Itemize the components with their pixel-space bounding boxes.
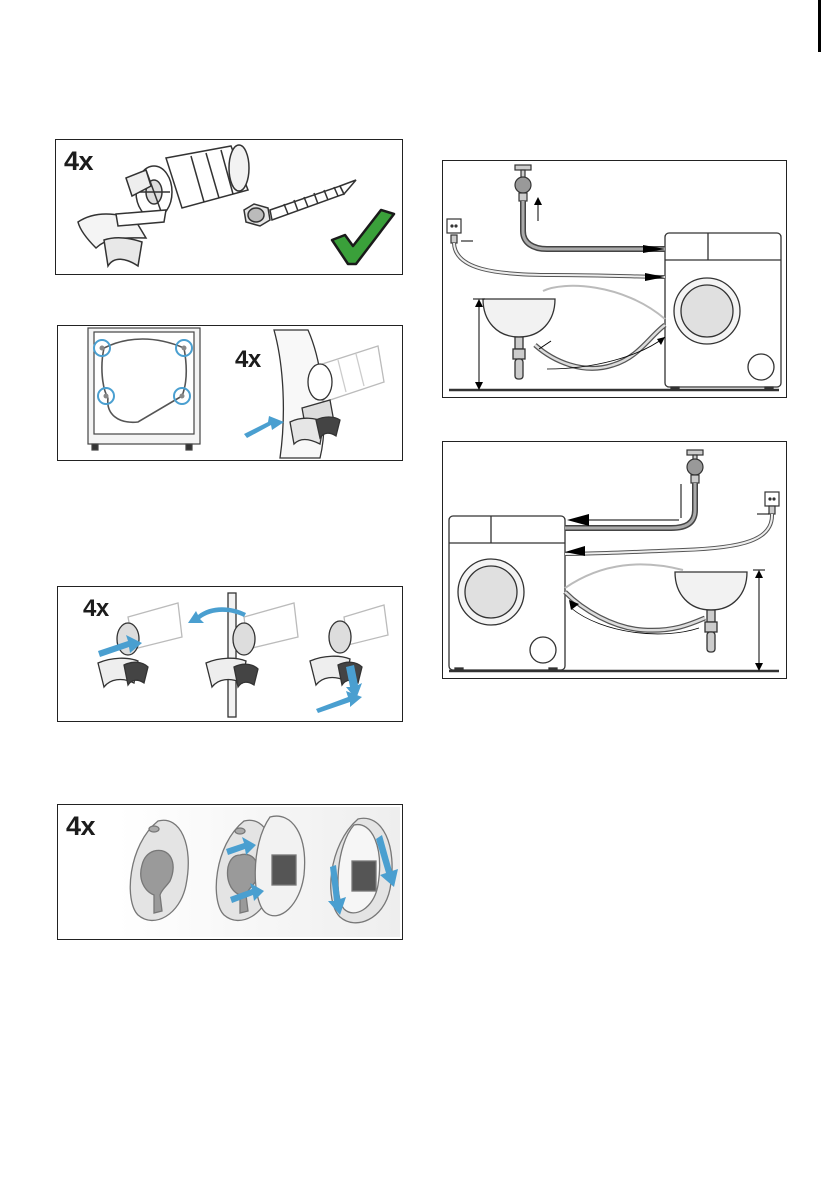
bolt-removal-panel: 4x — [57, 325, 403, 461]
cover-caps-illustration — [58, 805, 402, 939]
hose-clips-panel: 4x — [57, 586, 403, 722]
hose-clips-illustration — [58, 587, 402, 721]
bolt-removal-illustration — [58, 326, 402, 460]
hose-routing-diagram — [443, 442, 786, 678]
installation-diagram-machine-right — [442, 160, 787, 398]
hose-routing-diagram — [443, 161, 786, 397]
check-icon — [332, 210, 394, 264]
transport-bolt-illustration — [56, 140, 402, 274]
installation-diagram-machine-left — [442, 441, 787, 679]
arrow-icon — [244, 416, 284, 438]
cover-caps-panel: 4x — [57, 804, 403, 940]
page-edge-mark — [818, 0, 821, 52]
transport-bolts-panel: 4x — [55, 139, 403, 275]
